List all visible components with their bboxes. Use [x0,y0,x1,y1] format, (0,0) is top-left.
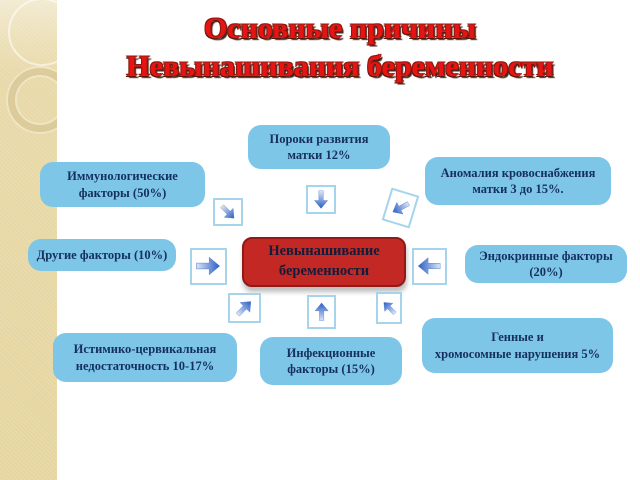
center-label-line: Невынашивание [268,243,380,260]
cause-label-line: Другие факторы (10%) [36,247,168,262]
cause-label-line: Генные и [491,330,544,344]
arrow-northeast-icon [228,293,261,323]
cause-label-line: Истимико-цервикальная [73,342,217,356]
cause-label-line: Инфекционные [286,345,376,360]
slide-title-line1: Основные причины [203,12,477,45]
cause-box-blood-supply: Аномалия кровоснабжения матки 3 до 15%. [425,157,611,205]
cause-box-other-factors: Другие факторы (10%) [28,239,176,271]
slide-title: Основные причины Невынашивания беременно… [40,10,640,87]
cause-label-line: матки 12% [287,148,351,162]
center-node-miscarriage: Невынашивание беременности [242,237,406,287]
arrow-northwest-icon [376,292,402,324]
cause-box-endocrine: Эндокринные факторы (20%) [465,245,627,283]
cause-box-infectious: Инфекционные факторы (15%) [260,337,402,385]
cause-label-line: Эндокринные факторы [479,248,613,263]
cause-label-line: факторы (50%) [78,185,167,200]
cause-label-line: Иммунологические [67,169,178,183]
cause-label-line: хромосомные нарушения 5% [434,346,601,361]
arrow-right-icon [190,248,227,285]
arrow-southwest-icon [381,187,420,229]
cause-box-immunological: Иммунологические факторы (50%) [40,162,205,207]
arrow-left-icon [412,248,447,285]
slide-title-line2: Невынашивания беременности [126,50,554,84]
cause-label-line: Аномалия кровоснабжения [440,165,596,180]
center-label-line: беременности [278,263,370,279]
decorative-ring [8,68,57,132]
arrow-down-icon [306,185,336,214]
cause-label-line: Пороки развития [269,131,369,146]
cause-label-line: матки 3 до 15%. [472,182,564,196]
cause-box-genetic: Генные и хромосомные нарушения 5% [422,318,613,373]
cause-label-line: (20%) [529,265,563,279]
cause-box-cervical-insufficiency: Истимико-цервикальная недостаточность 10… [53,333,237,382]
cause-label-line: недостаточность 10-17% [75,358,215,373]
cause-label-line: факторы (15%) [287,362,375,376]
arrow-up-icon [307,295,336,329]
cause-box-uterus-defects: Пороки развития матки 12% [248,125,390,169]
arrow-southeast-icon [213,198,243,226]
